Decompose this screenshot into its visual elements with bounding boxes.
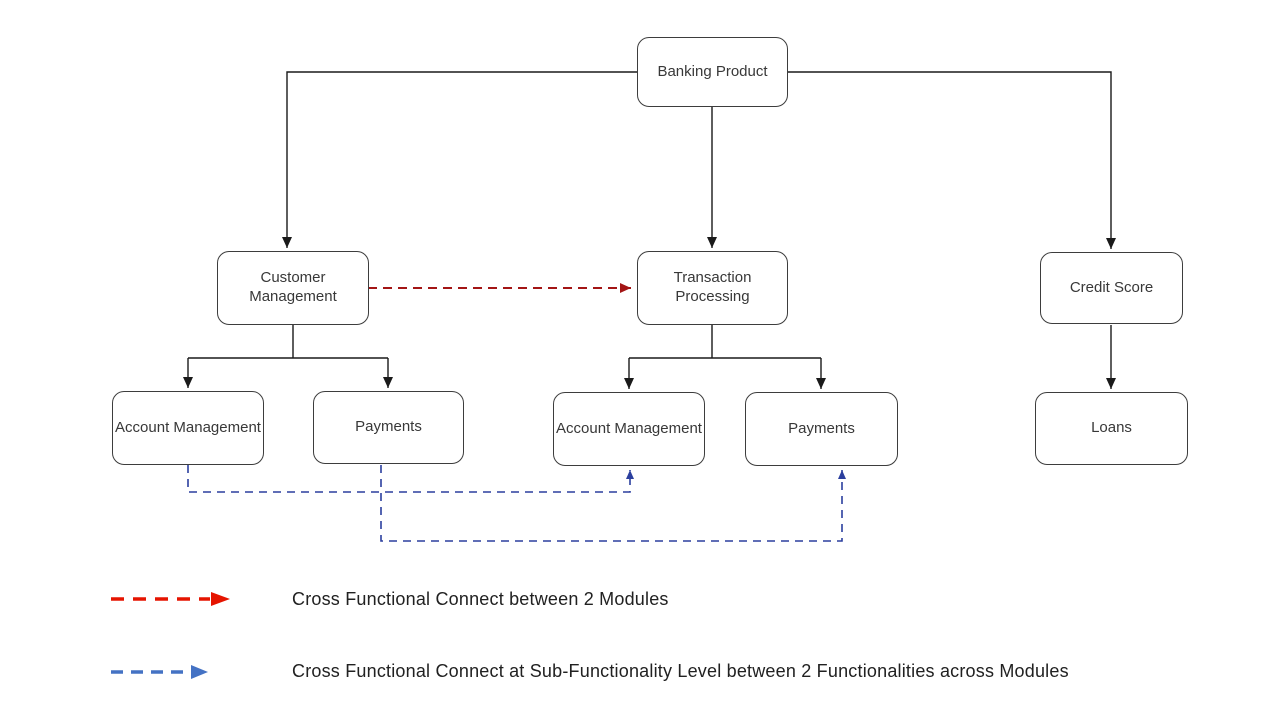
node-banking-product: Banking Product — [637, 37, 788, 107]
legend-red-label: Cross Functional Connect between 2 Modul… — [292, 589, 669, 609]
node-payments-mid: Payments — [745, 392, 898, 466]
node-payments-left: Payments — [313, 391, 464, 464]
edge-blue-account-to-account — [187, 465, 634, 493]
node-customer-management-label: Customer Management — [249, 269, 337, 305]
edge-banking-to-customer — [282, 71, 637, 248]
node-customer-management: Customer Management — [217, 251, 369, 325]
node-account-management-mid-label: Account Management — [556, 419, 702, 437]
node-transaction-processing: Transaction Processing — [637, 251, 788, 325]
node-banking-product-label: Banking Product — [657, 62, 768, 80]
node-account-management-mid: Account Management — [553, 392, 705, 466]
legend-blue-arrow-icon — [111, 665, 208, 679]
edge-banking-to-credit — [788, 71, 1116, 249]
node-payments-mid-label: Payments — [788, 419, 855, 437]
node-account-management-left-label: Account Management — [115, 418, 261, 436]
node-loans-label: Loans — [1091, 419, 1132, 437]
node-payments-left-label: Payments — [355, 418, 422, 436]
legend-red-arrow-icon — [111, 592, 230, 606]
node-credit-score: Credit Score — [1040, 252, 1183, 324]
node-loans: Loans — [1035, 392, 1188, 465]
legend-blue-label: Cross Functional Connect at Sub-Function… — [292, 661, 1069, 681]
node-credit-score-label: Credit Score — [1069, 278, 1154, 296]
node-transaction-processing-label: Transaction Processing — [673, 269, 752, 305]
node-account-management-left: Account Management — [112, 391, 264, 465]
edge-blue-payments-to-payments — [380, 465, 846, 542]
